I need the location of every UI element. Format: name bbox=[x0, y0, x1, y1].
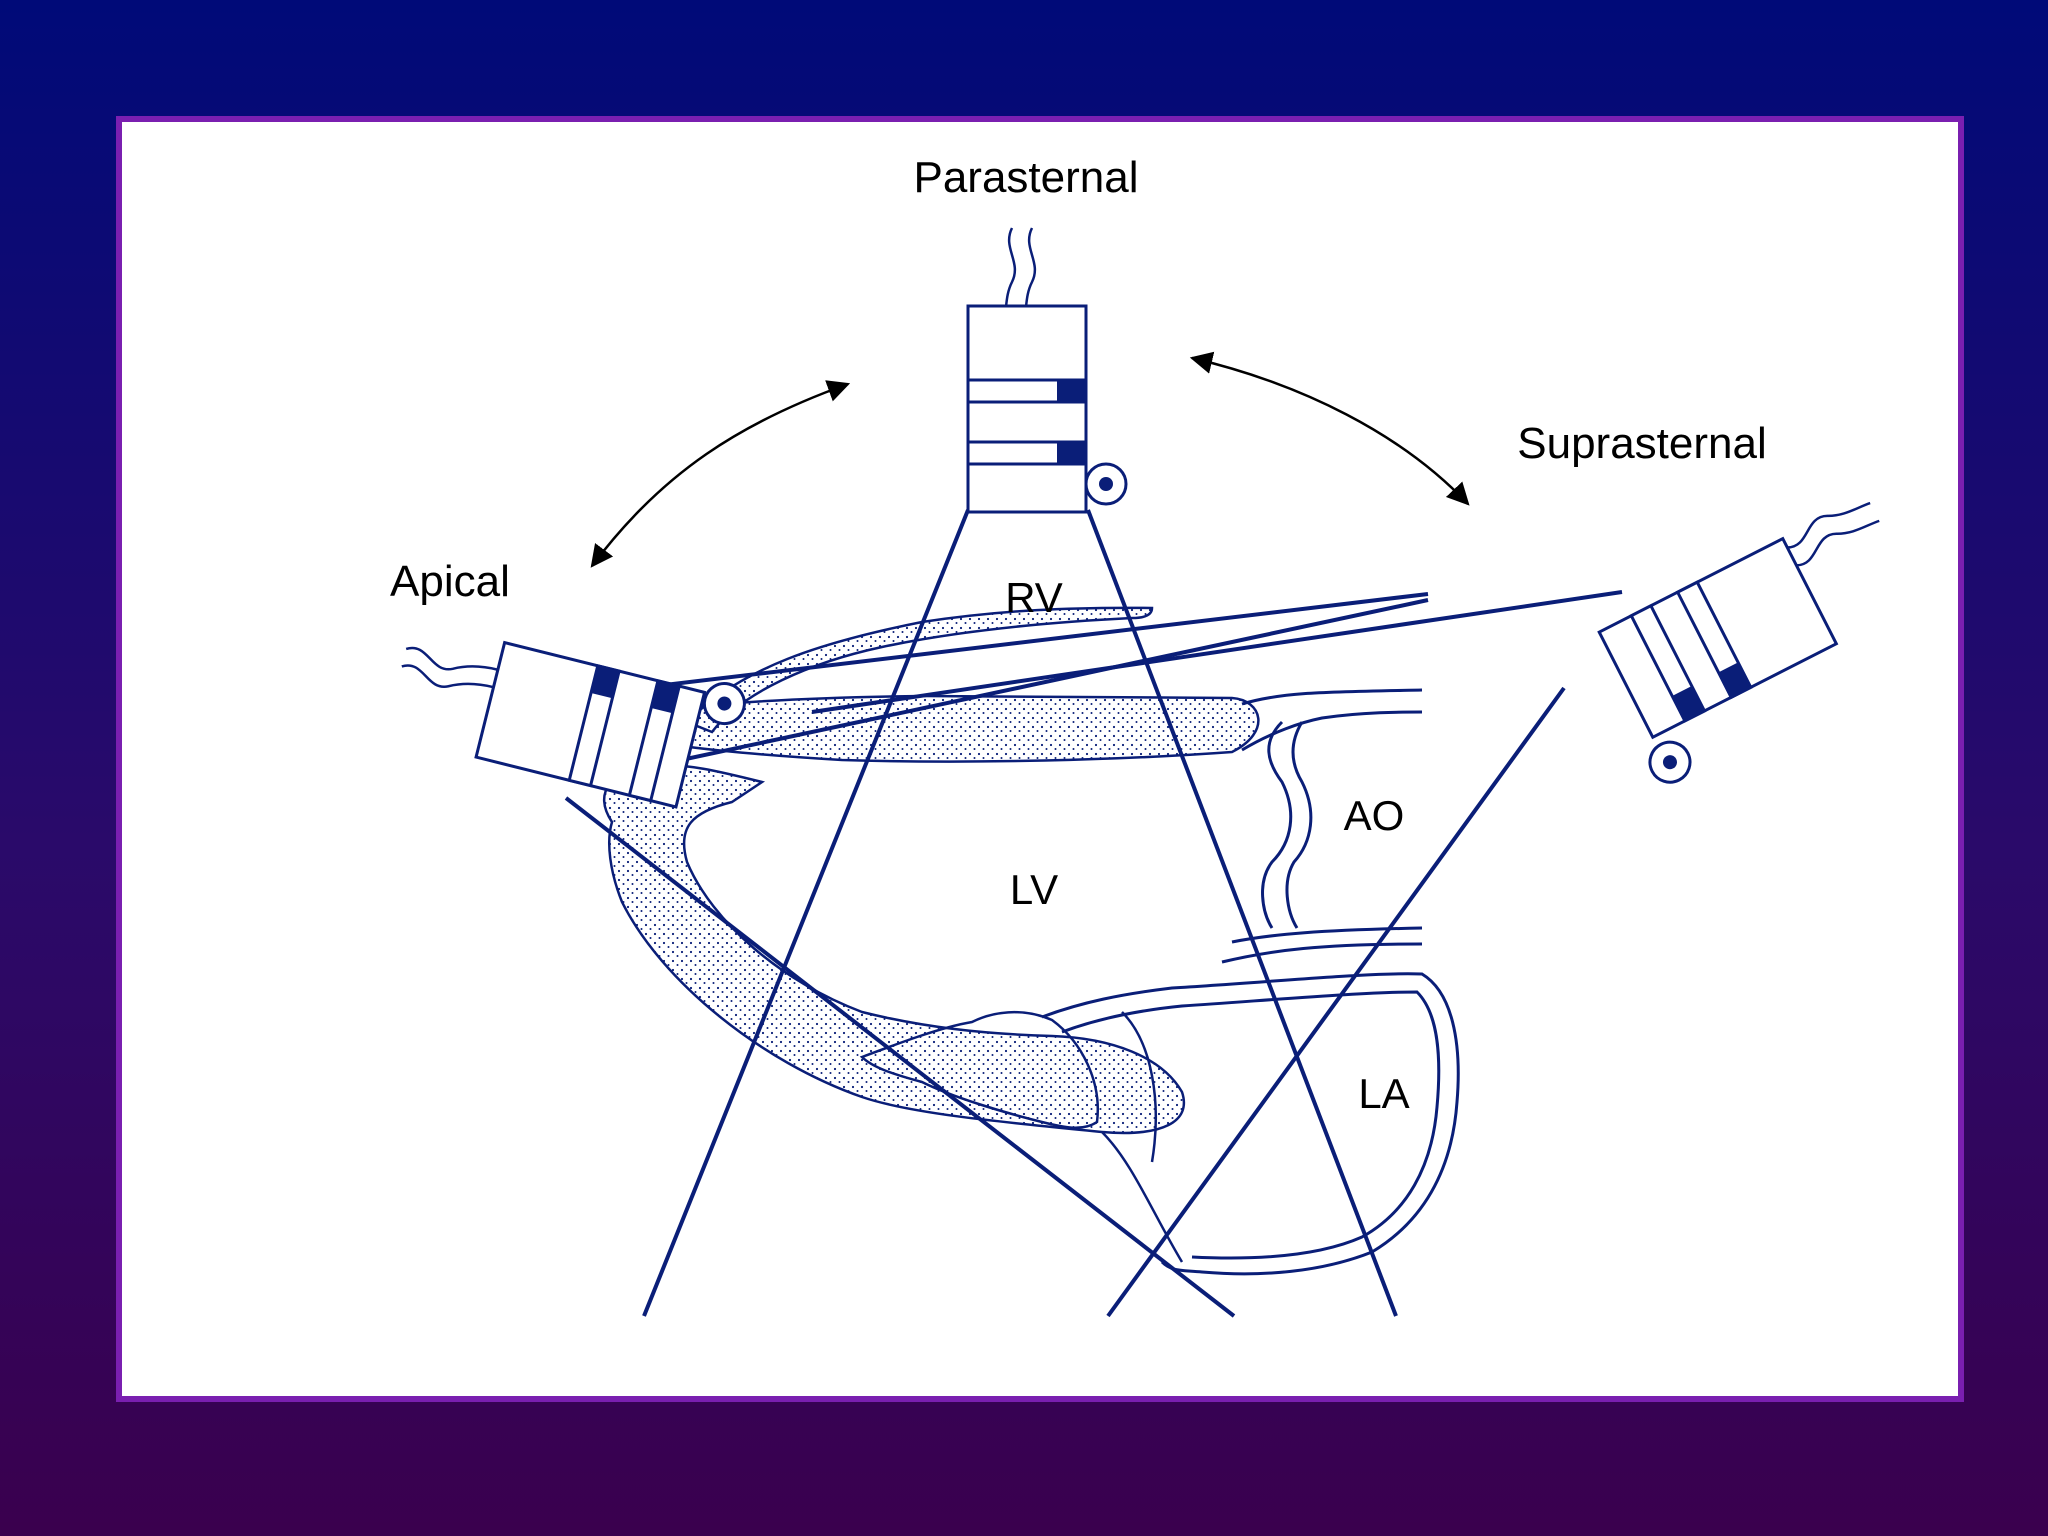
left-atrium bbox=[1041, 972, 1460, 1276]
lv-posterior-wall bbox=[602, 763, 1185, 1135]
mitral-valve bbox=[859, 1010, 1099, 1129]
ao-label: AO bbox=[1344, 792, 1405, 839]
aortic-posterior-wall bbox=[1221, 926, 1423, 964]
parasternal-suprasternal-arrow bbox=[1189, 351, 1470, 506]
parasternal-transducer bbox=[966, 227, 1128, 514]
suprasternal-orientation-marker bbox=[1648, 740, 1692, 784]
rv-label: RV bbox=[1005, 574, 1063, 621]
suprasternal-transducer bbox=[1597, 501, 1880, 784]
suprasternal-cable bbox=[1787, 501, 1880, 567]
aortic-wall bbox=[1261, 720, 1313, 929]
la-label: LA bbox=[1358, 1070, 1409, 1117]
echo-views-diagram: Parasternal Suprasternal Apical RV LV AO… bbox=[390, 153, 1880, 1318]
apical-beam bbox=[564, 592, 1429, 1318]
aortic-root bbox=[1241, 688, 1423, 752]
apical-parasternal-arrow bbox=[590, 380, 851, 568]
diagram-panel: Parasternal Suprasternal Apical RV LV AO… bbox=[116, 116, 1964, 1402]
lv-label: LV bbox=[1010, 866, 1058, 913]
la-lv-junction bbox=[1101, 1011, 1184, 1263]
parasternal-orientation-marker bbox=[1084, 462, 1128, 506]
left-atrium-inner bbox=[1061, 990, 1441, 1260]
apical-orientation-marker bbox=[702, 682, 746, 726]
apical-label: Apical bbox=[390, 557, 510, 606]
suprasternal-label: Suprasternal bbox=[1517, 419, 1766, 468]
suprasternal-beam bbox=[811, 590, 1623, 1318]
parasternal-beam bbox=[642, 509, 1398, 1317]
apical-cable bbox=[401, 646, 499, 689]
parasternal-label: Parasternal bbox=[913, 153, 1138, 202]
apical-transducer bbox=[401, 640, 746, 809]
